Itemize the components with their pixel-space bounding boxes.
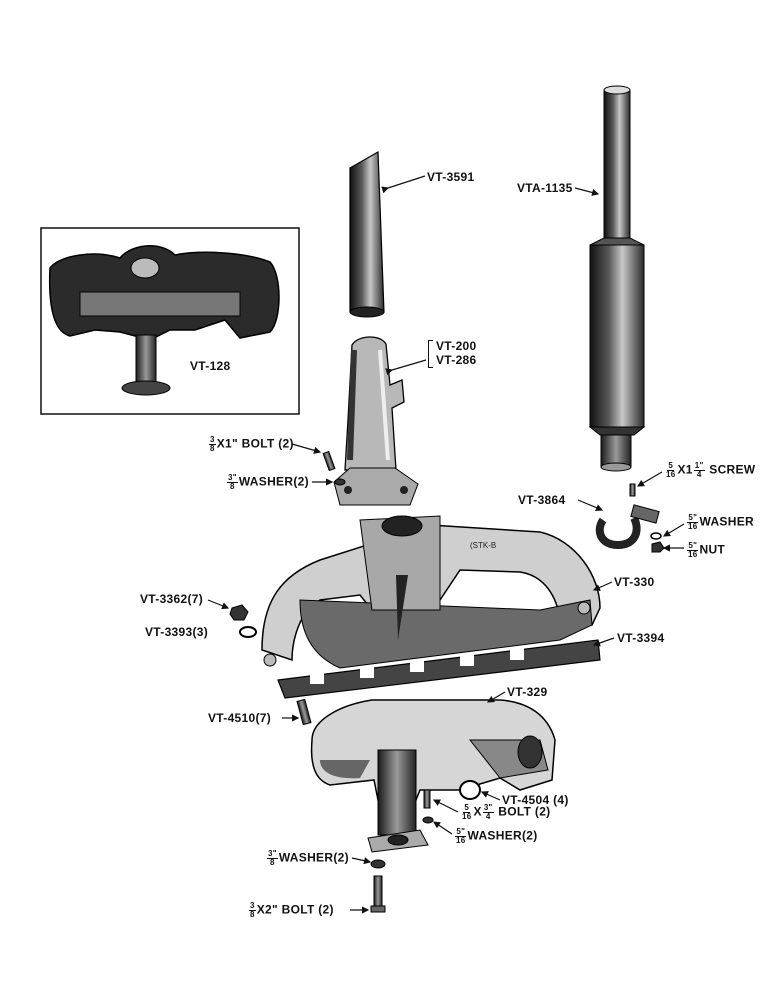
- nut-and-washer-left: [229, 604, 257, 638]
- muffler-vta-1135: [588, 85, 646, 472]
- label-vt-329: VT-329: [507, 685, 548, 699]
- bolt-and-washer-1: [322, 450, 346, 486]
- label-vt-200: VT-200: [436, 339, 477, 353]
- label-vt-3591: VT-3591: [427, 170, 475, 184]
- inset-vt-128: [40, 227, 300, 415]
- label-vt-3394: VT-3394: [617, 631, 665, 645]
- svg-text:(STK-B: (STK-B: [470, 541, 496, 550]
- label-vt-3393: VT-3393(3): [145, 625, 209, 639]
- washer-vt-4504: [459, 780, 481, 800]
- manifold-vt-329: [310, 699, 556, 853]
- label-vta-1135: VTA-1135: [517, 181, 573, 195]
- stud-vt-4510: [296, 698, 312, 726]
- label-vt-3362: VT-3362(7): [140, 592, 204, 606]
- bolt-and-washer-3: [370, 859, 386, 913]
- manifold-vt-330: (STK-B: [261, 515, 601, 669]
- bolt-and-washer-2: [422, 789, 434, 824]
- label-vt-286: VT-286: [436, 353, 477, 367]
- clamp-vt-3864: [595, 483, 665, 553]
- label-brace: [428, 340, 433, 368]
- elbow-vt-200-vt-286: [333, 336, 419, 506]
- label-vt-4504: VT-4504 (4): [502, 793, 569, 807]
- label-vt-4510: VT-4510(7): [208, 711, 272, 725]
- label-vt-128: VT-128: [190, 359, 231, 373]
- gasket-vt-3394: [277, 639, 601, 699]
- label-vt-330: VT-330: [614, 575, 655, 589]
- pipe-vt-3591: [349, 150, 385, 318]
- label-vt-3864: VT-3864: [518, 493, 566, 507]
